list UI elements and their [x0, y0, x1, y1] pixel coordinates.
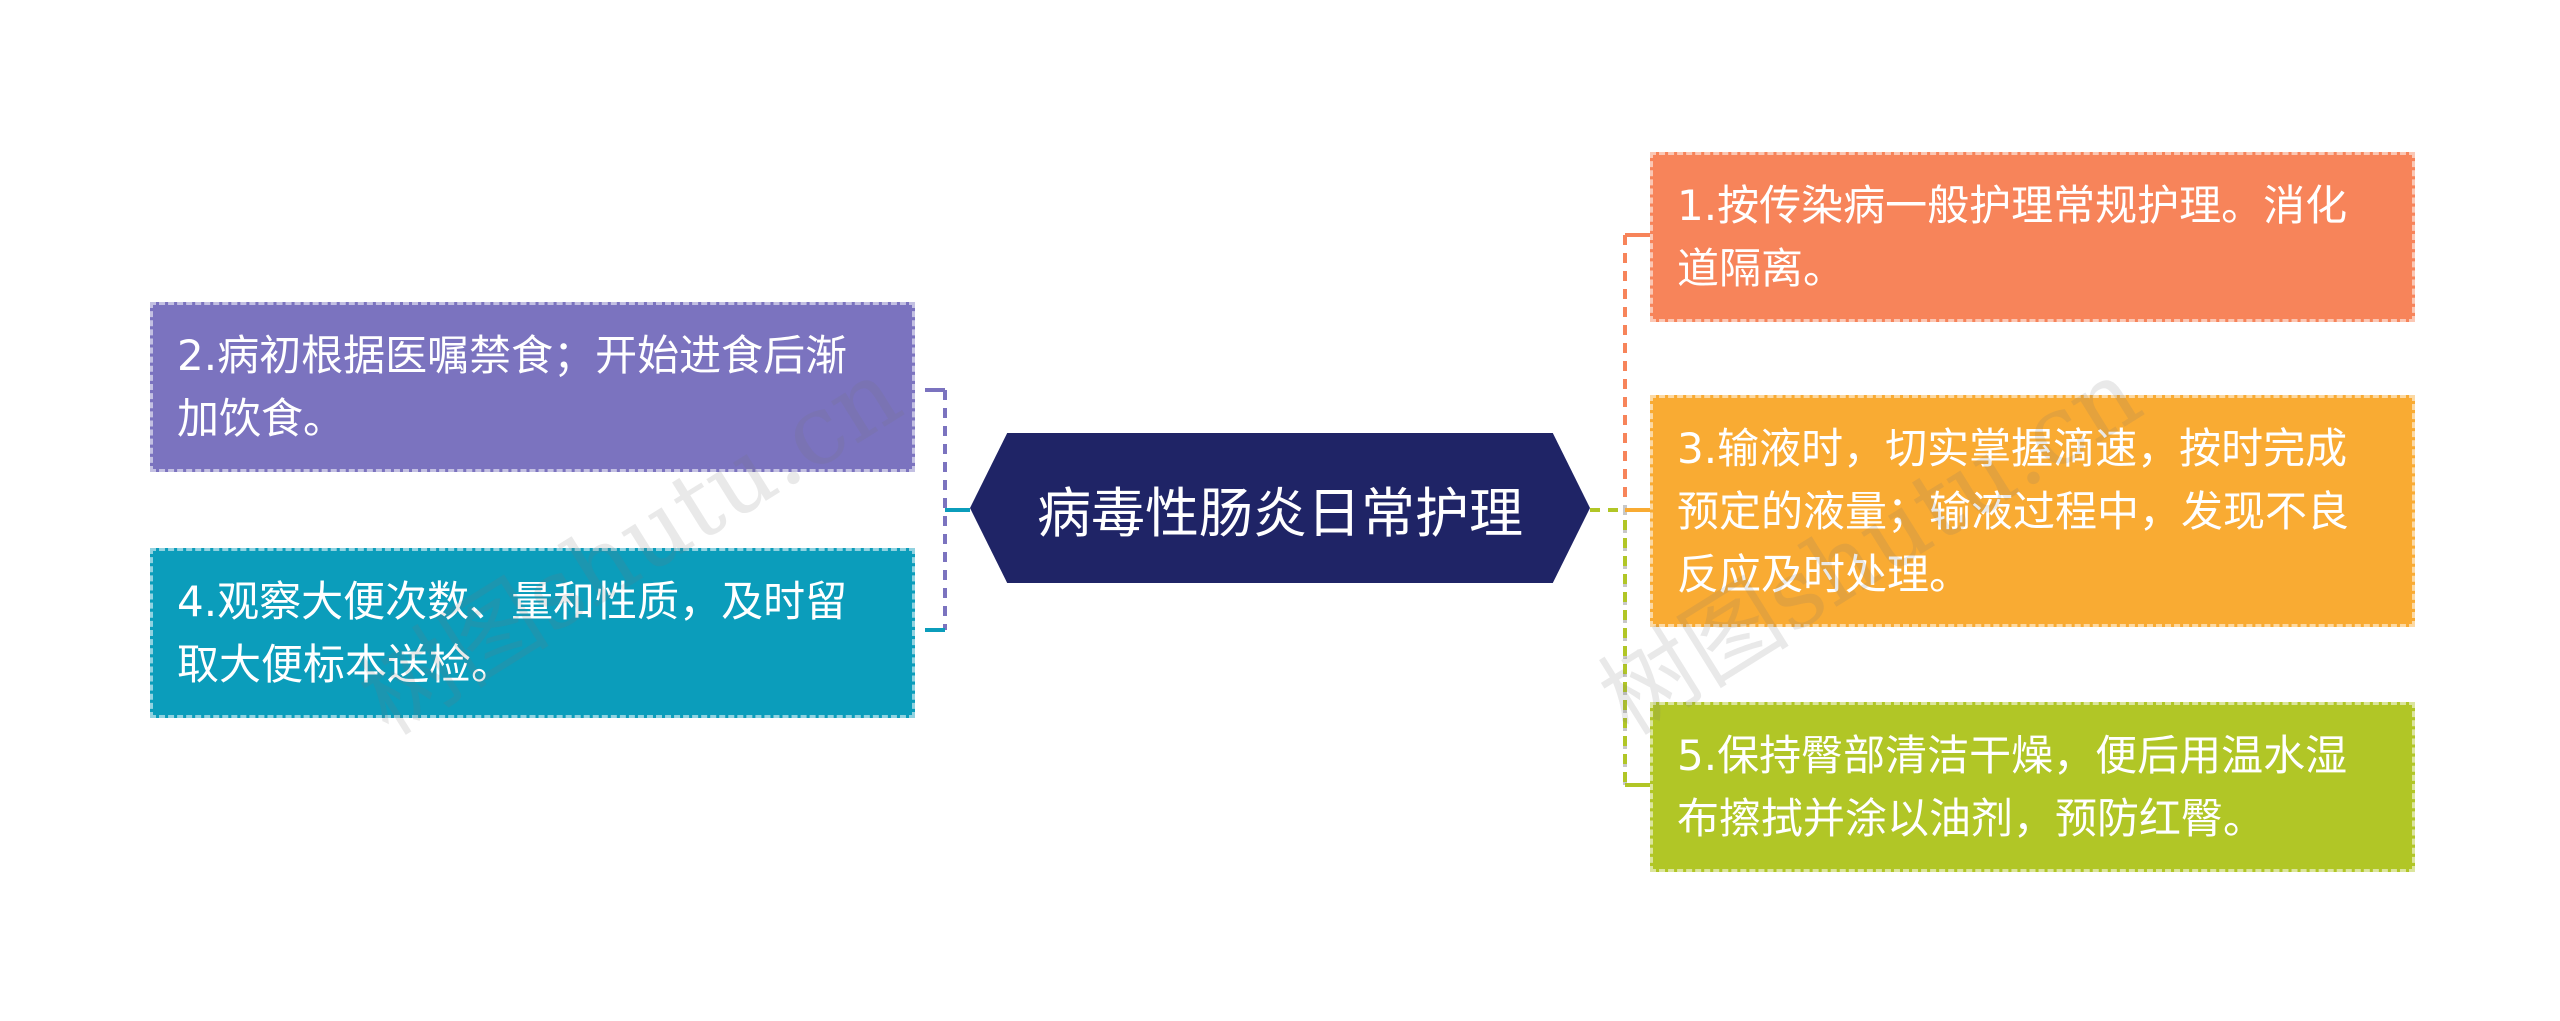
node-3-text: 3.输液时，切实掌握滴速，按时完成预定的液量；输液过程中，发现不良反应及时处理。 — [1677, 423, 2350, 599]
central-topic-label: 病毒性肠炎日常护理 — [1037, 481, 1523, 545]
node-1-text: 1.按传染病一般护理常规护理。消化道隔离。 — [1677, 181, 2348, 293]
node-1[interactable]: 1.按传染病一般护理常规护理。消化道隔离。 — [1650, 152, 2415, 322]
node-5[interactable]: 5.保持臀部清洁干燥，便后用温水湿布擦拭并涂以油剂，预防红臀。 — [1650, 702, 2415, 872]
node-3[interactable]: 3.输液时，切实掌握滴速，按时完成预定的液量；输液过程中，发现不良反应及时处理。 — [1650, 395, 2415, 627]
node-4-text: 4.观察大便次数、量和性质，及时留取大便标本送检。 — [177, 577, 848, 689]
node-5-text: 5.保持臀部清洁干燥，便后用温水湿布擦拭并涂以油剂，预防红臀。 — [1677, 731, 2348, 843]
central-topic[interactable]: 病毒性肠炎日常护理 — [970, 433, 1590, 583]
node-4[interactable]: 4.观察大便次数、量和性质，及时留取大便标本送检。 — [150, 548, 915, 718]
node-2[interactable]: 2.病初根据医嘱禁食；开始进食后渐加饮食。 — [150, 302, 915, 472]
node-2-text: 2.病初根据医嘱禁食；开始进食后渐加饮食。 — [177, 331, 848, 443]
